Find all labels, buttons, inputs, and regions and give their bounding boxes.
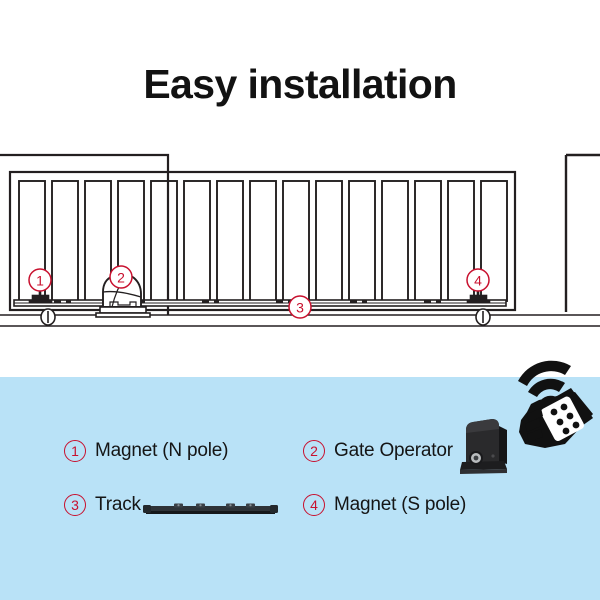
legend-panel-background (0, 377, 600, 600)
callout-3 (288, 295, 312, 319)
remote-control-icon (505, 352, 597, 450)
gate-slats (18, 180, 508, 302)
right-pillar-outline (564, 153, 600, 312)
legend-badge-3: 3 (64, 494, 86, 516)
callout-2-number: 2 (117, 270, 125, 286)
legend-badge-4: 4 (303, 494, 325, 516)
track-rail-thumbnail (143, 500, 278, 518)
remote-buttons (550, 403, 580, 435)
legend-item-track[interactable]: 3 Track (64, 494, 141, 516)
sliding-gate-diagram: 1 2 3 4 (0, 140, 600, 335)
gate-roller-left (40, 308, 56, 326)
legend-badge-1: 1 (64, 440, 86, 462)
legend-badge-2: 2 (303, 440, 325, 462)
callout-3-number: 3 (296, 300, 304, 316)
rear-wall-outline (0, 153, 170, 315)
legend-item-gate-operator[interactable]: 2 Gate Operator (303, 440, 453, 462)
legend-label-3: Track (95, 494, 141, 515)
legend-label-2: Gate Operator (334, 440, 453, 461)
page-title: Easy installation (143, 61, 457, 107)
gate-roller-right (475, 308, 491, 326)
legend-item-magnet-s-pole[interactable]: 4 Magnet (S pole) (303, 494, 466, 516)
legend-label-1: Magnet (N pole) (95, 440, 229, 461)
gate-frame (8, 170, 517, 312)
callout-2 (109, 265, 133, 289)
callout-1 (28, 268, 52, 292)
hand-holding-remote-icon (519, 388, 593, 448)
track-rail (13, 299, 507, 307)
gate-operator-thumbnail (452, 416, 514, 478)
gate-diagram-svg: 1 2 3 4 (0, 153, 600, 327)
callout-4-number: 4 (474, 273, 482, 289)
callout-1-number: 1 (36, 273, 44, 289)
legend-item-magnet-n-pole[interactable]: 1 Magnet (N pole) (64, 440, 228, 462)
callout-4 (466, 268, 490, 292)
legend-label-4: Magnet (S pole) (334, 494, 467, 515)
